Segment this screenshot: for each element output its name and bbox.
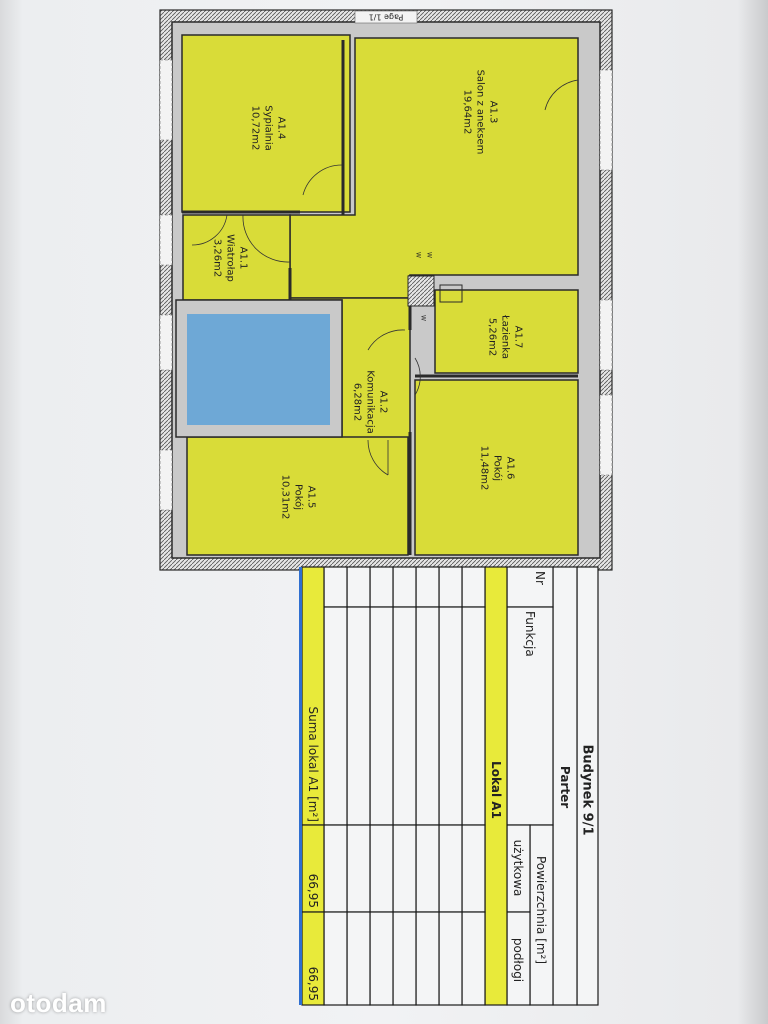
window [159,314,173,371]
window [599,299,613,371]
cell-function [461,606,486,826]
page-label: Page 1/1 [369,13,404,22]
room-a1-1 [182,214,291,301]
door-swing [302,164,343,196]
cell-usable [461,824,486,913]
window [159,59,173,141]
cell-usable [438,824,463,913]
header-usable: użytkowa [511,840,525,897]
cell-usable [369,824,394,913]
watermark-logo: otodam [10,988,107,1018]
cell-function [438,606,463,826]
room-name: Pokój [492,455,504,481]
page-label-box [354,10,418,24]
window [159,214,173,266]
cell-floor-area [438,911,463,1006]
header-function: Funkcja [523,611,537,657]
door-swing [367,329,406,351]
room-a1-7 [434,289,579,374]
header-area: Powierzchnia [m²] [534,856,548,964]
header-nr-cell [506,566,554,608]
room-area: 10,72m2 [250,106,261,151]
cell-function [415,606,440,826]
cell-nr [438,566,463,608]
header-function-cell [506,606,554,826]
room-name: Sypialnia [263,105,274,151]
cell-floor-area [415,911,440,1006]
room-id: A1.2 [378,391,389,414]
room-a1-4 [181,34,351,213]
door-swing [191,214,228,246]
room-name: Pokój [293,484,305,510]
cell-floor-area [323,911,348,1006]
header-floor-area: podłogi [511,938,525,982]
cell-nr [392,566,417,608]
window [599,69,613,171]
door-swing [367,439,389,476]
stairwell-area [187,314,330,425]
cell-nr [461,566,486,608]
table-floor: Parter [558,766,572,808]
cell-nr [415,566,440,608]
room-id: A1.1 [238,247,249,270]
room-id: A1.4 [276,117,287,140]
room-id: A1.6 [505,457,516,480]
table-title: Budynek 9/1 [580,744,595,835]
cell-floor-area [461,911,486,1006]
cell-usable [415,824,440,913]
header-nr: Nr [533,571,547,585]
cell-floor-area [346,911,371,1006]
room-area: 11,48m2 [479,446,490,491]
vent-label: W [420,315,427,321]
door-swing [544,79,579,111]
window [159,449,173,511]
room-area: 6,28m2 [352,383,363,421]
ventilation-shaft [407,275,435,307]
cell-usable [346,824,371,913]
window [599,394,613,476]
room-id: A1.3 [488,101,499,124]
door-swing [242,214,291,263]
cell-nr [369,566,394,608]
room-area: 3,26m2 [212,239,223,277]
room-id: A1.5 [306,486,317,509]
sum-label: Suma lokal A1 [m²] [306,706,320,822]
room-name: Wiatrołap [225,234,236,282]
vent-label: W [415,252,422,258]
room-area: 5,26m2 [487,318,498,356]
vent-label: W [426,252,433,258]
room-name: Łazienka [500,314,511,359]
door-swing [414,357,421,396]
room-id: A1.7 [513,326,524,349]
cell-function [392,606,417,826]
sum-usable: 66,95 [306,874,320,908]
bathroom-fixture [439,284,463,303]
cell-usable [323,824,348,913]
room-name: Komunikacja [365,370,376,434]
table-floor-cell [552,566,578,1006]
cell-floor-area [392,911,417,1006]
cell-usable [392,824,417,913]
sum-floor-area: 66,95 [306,967,320,1001]
cell-floor-area [369,911,394,1006]
cell-nr [346,566,371,608]
cell-function [346,606,371,826]
cell-function [369,606,394,826]
room-area: 19,64m2 [462,90,473,135]
blue-edge-line [299,567,302,1005]
room-name: Salon z aneksem [475,70,486,155]
cell-function [323,606,348,826]
room-a1-6 [414,379,579,556]
cell-nr [323,566,348,608]
room-area: 10,31m2 [280,475,291,520]
unit-label: Lokal A1 [489,761,503,819]
